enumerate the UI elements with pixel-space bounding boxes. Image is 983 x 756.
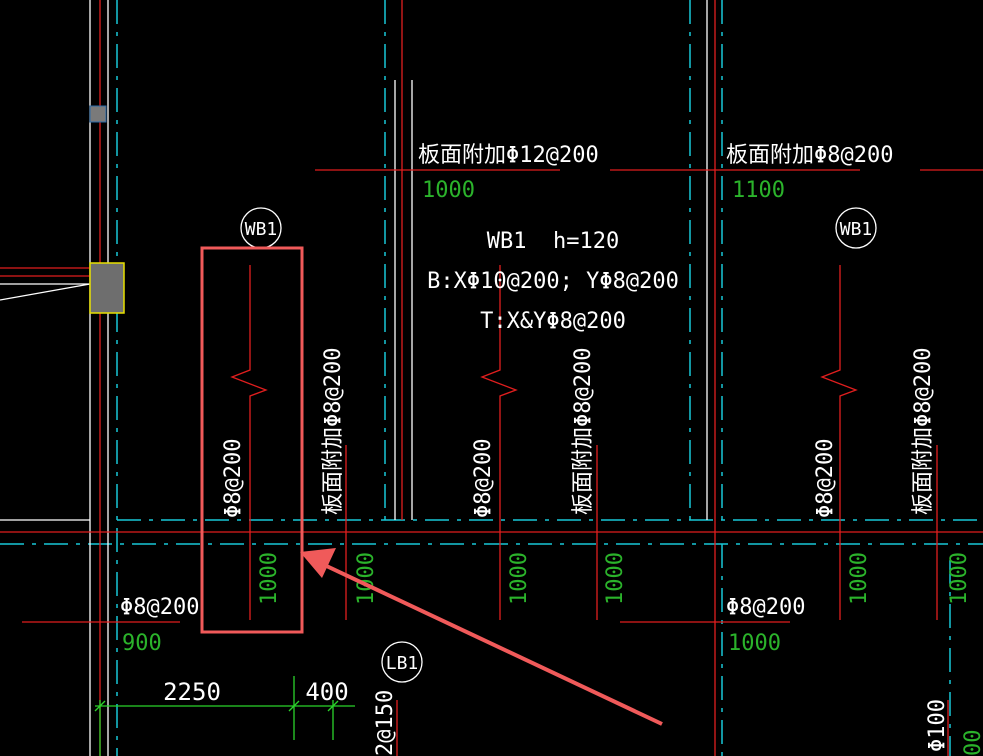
vertical-rebar-label: 板面附加Φ8@200: [321, 348, 346, 515]
vertical-rebar-label: Φ8@200: [221, 439, 246, 518]
partial-rebar-length: 00: [961, 730, 983, 756]
top-rebar-label-right: 板面附加Φ8@200: [726, 143, 893, 168]
vertical-rebar-length: 1000: [947, 552, 972, 605]
slab-tag-circle: [835, 207, 877, 249]
beam-lines: [0, 0, 708, 756]
column: [89, 262, 125, 314]
annotation-arrow: [300, 548, 663, 726]
top-rebar-length-right: 1100: [732, 178, 785, 203]
top-rebar-label-left: 板面附加Φ12@200: [418, 143, 599, 168]
vertical-rebar-label: Φ8@200: [813, 439, 838, 518]
bottom-rebar-label-left: Φ8@200: [120, 595, 199, 620]
slab-tag-circle: [381, 641, 423, 683]
rebar-break-line: [820, 265, 858, 620]
vertical-rebar-label: 板面附加Φ8@200: [911, 348, 936, 515]
slab-tag-wb1-left: WB1: [245, 219, 278, 240]
bottom-rebar-length-left: 900: [122, 631, 162, 656]
dimension-text-2250: 2250: [163, 678, 221, 706]
bottom-rebar-length-right: 1000: [728, 631, 781, 656]
vertical-rebar-length: 1000: [603, 552, 628, 605]
slab-tag-lb1: LB1: [386, 653, 419, 674]
partial-rebar-label: 2@150: [373, 690, 398, 756]
slab-note-line3: T:X&YΦ8@200: [480, 309, 626, 334]
highlight-box: [200, 246, 304, 634]
vertical-rebar-length: 1000: [507, 552, 532, 605]
vertical-rebar-length: 1000: [354, 552, 379, 605]
slab-note-line1: WB1 h=120: [487, 229, 619, 254]
dimension-line: [94, 676, 355, 756]
slab-note-line2: B:XΦ10@200; YΦ8@200: [427, 269, 679, 294]
vertical-rebar-label: Φ8@200: [471, 439, 496, 518]
rebar-break-line: [480, 265, 518, 620]
vertical-rebar-label: 板面附加Φ8@200: [571, 348, 596, 515]
slab-tag-wb1-right: WB1: [840, 219, 873, 240]
top-rebar-length-left: 1000: [422, 178, 475, 203]
column-marker: [89, 105, 107, 123]
rebar-break-line: [230, 265, 268, 620]
partial-rebar-label: Φ100: [925, 699, 950, 752]
vertical-rebar-length: 1000: [257, 552, 282, 605]
bottom-rebar-label-right: Φ8@200: [726, 595, 805, 620]
dimension-text-400: 400: [305, 678, 348, 706]
vertical-rebar-length: 1000: [847, 552, 872, 605]
